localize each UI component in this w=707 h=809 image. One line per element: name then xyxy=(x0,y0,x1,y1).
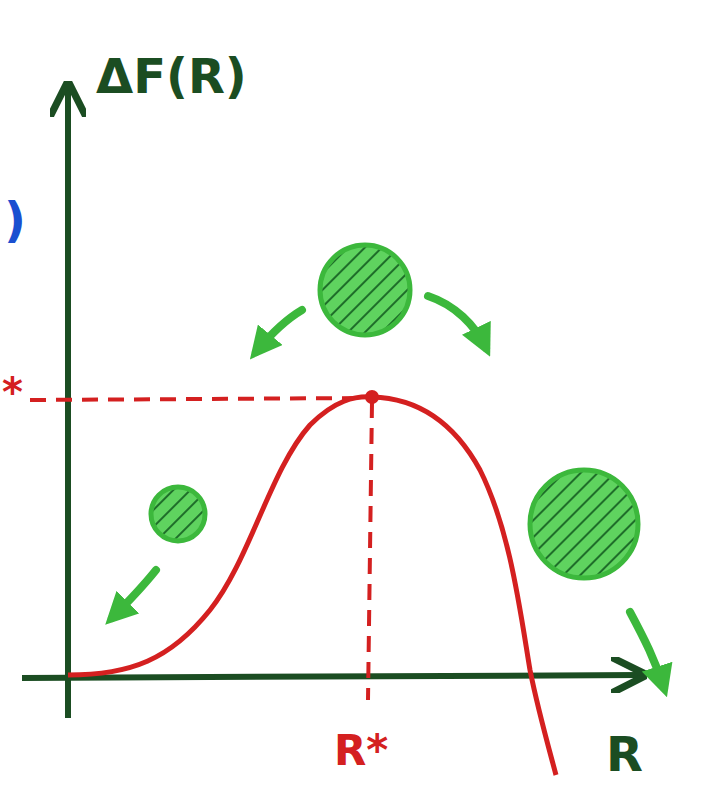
label-fragment: ) xyxy=(4,196,26,244)
grow-arrow xyxy=(428,296,486,348)
x-axis xyxy=(22,675,640,678)
free-energy-curve xyxy=(68,397,556,775)
y-axis-label: ΔF(R) xyxy=(96,52,247,100)
small-nucleus xyxy=(151,487,205,541)
maximum-dot xyxy=(365,390,379,404)
critical-nucleus xyxy=(320,245,410,335)
x-axis-label: R xyxy=(606,730,643,778)
growth-arrow xyxy=(630,612,664,688)
barrier-guide xyxy=(30,398,365,400)
critical-radius-label: R* xyxy=(334,730,388,772)
large-nucleus xyxy=(530,470,638,578)
y-axis xyxy=(65,88,71,718)
label-fragment: * xyxy=(2,372,23,412)
shrink-arrow xyxy=(256,310,302,352)
critical-radius-guide xyxy=(368,402,372,700)
dissolve-arrow xyxy=(112,570,156,618)
